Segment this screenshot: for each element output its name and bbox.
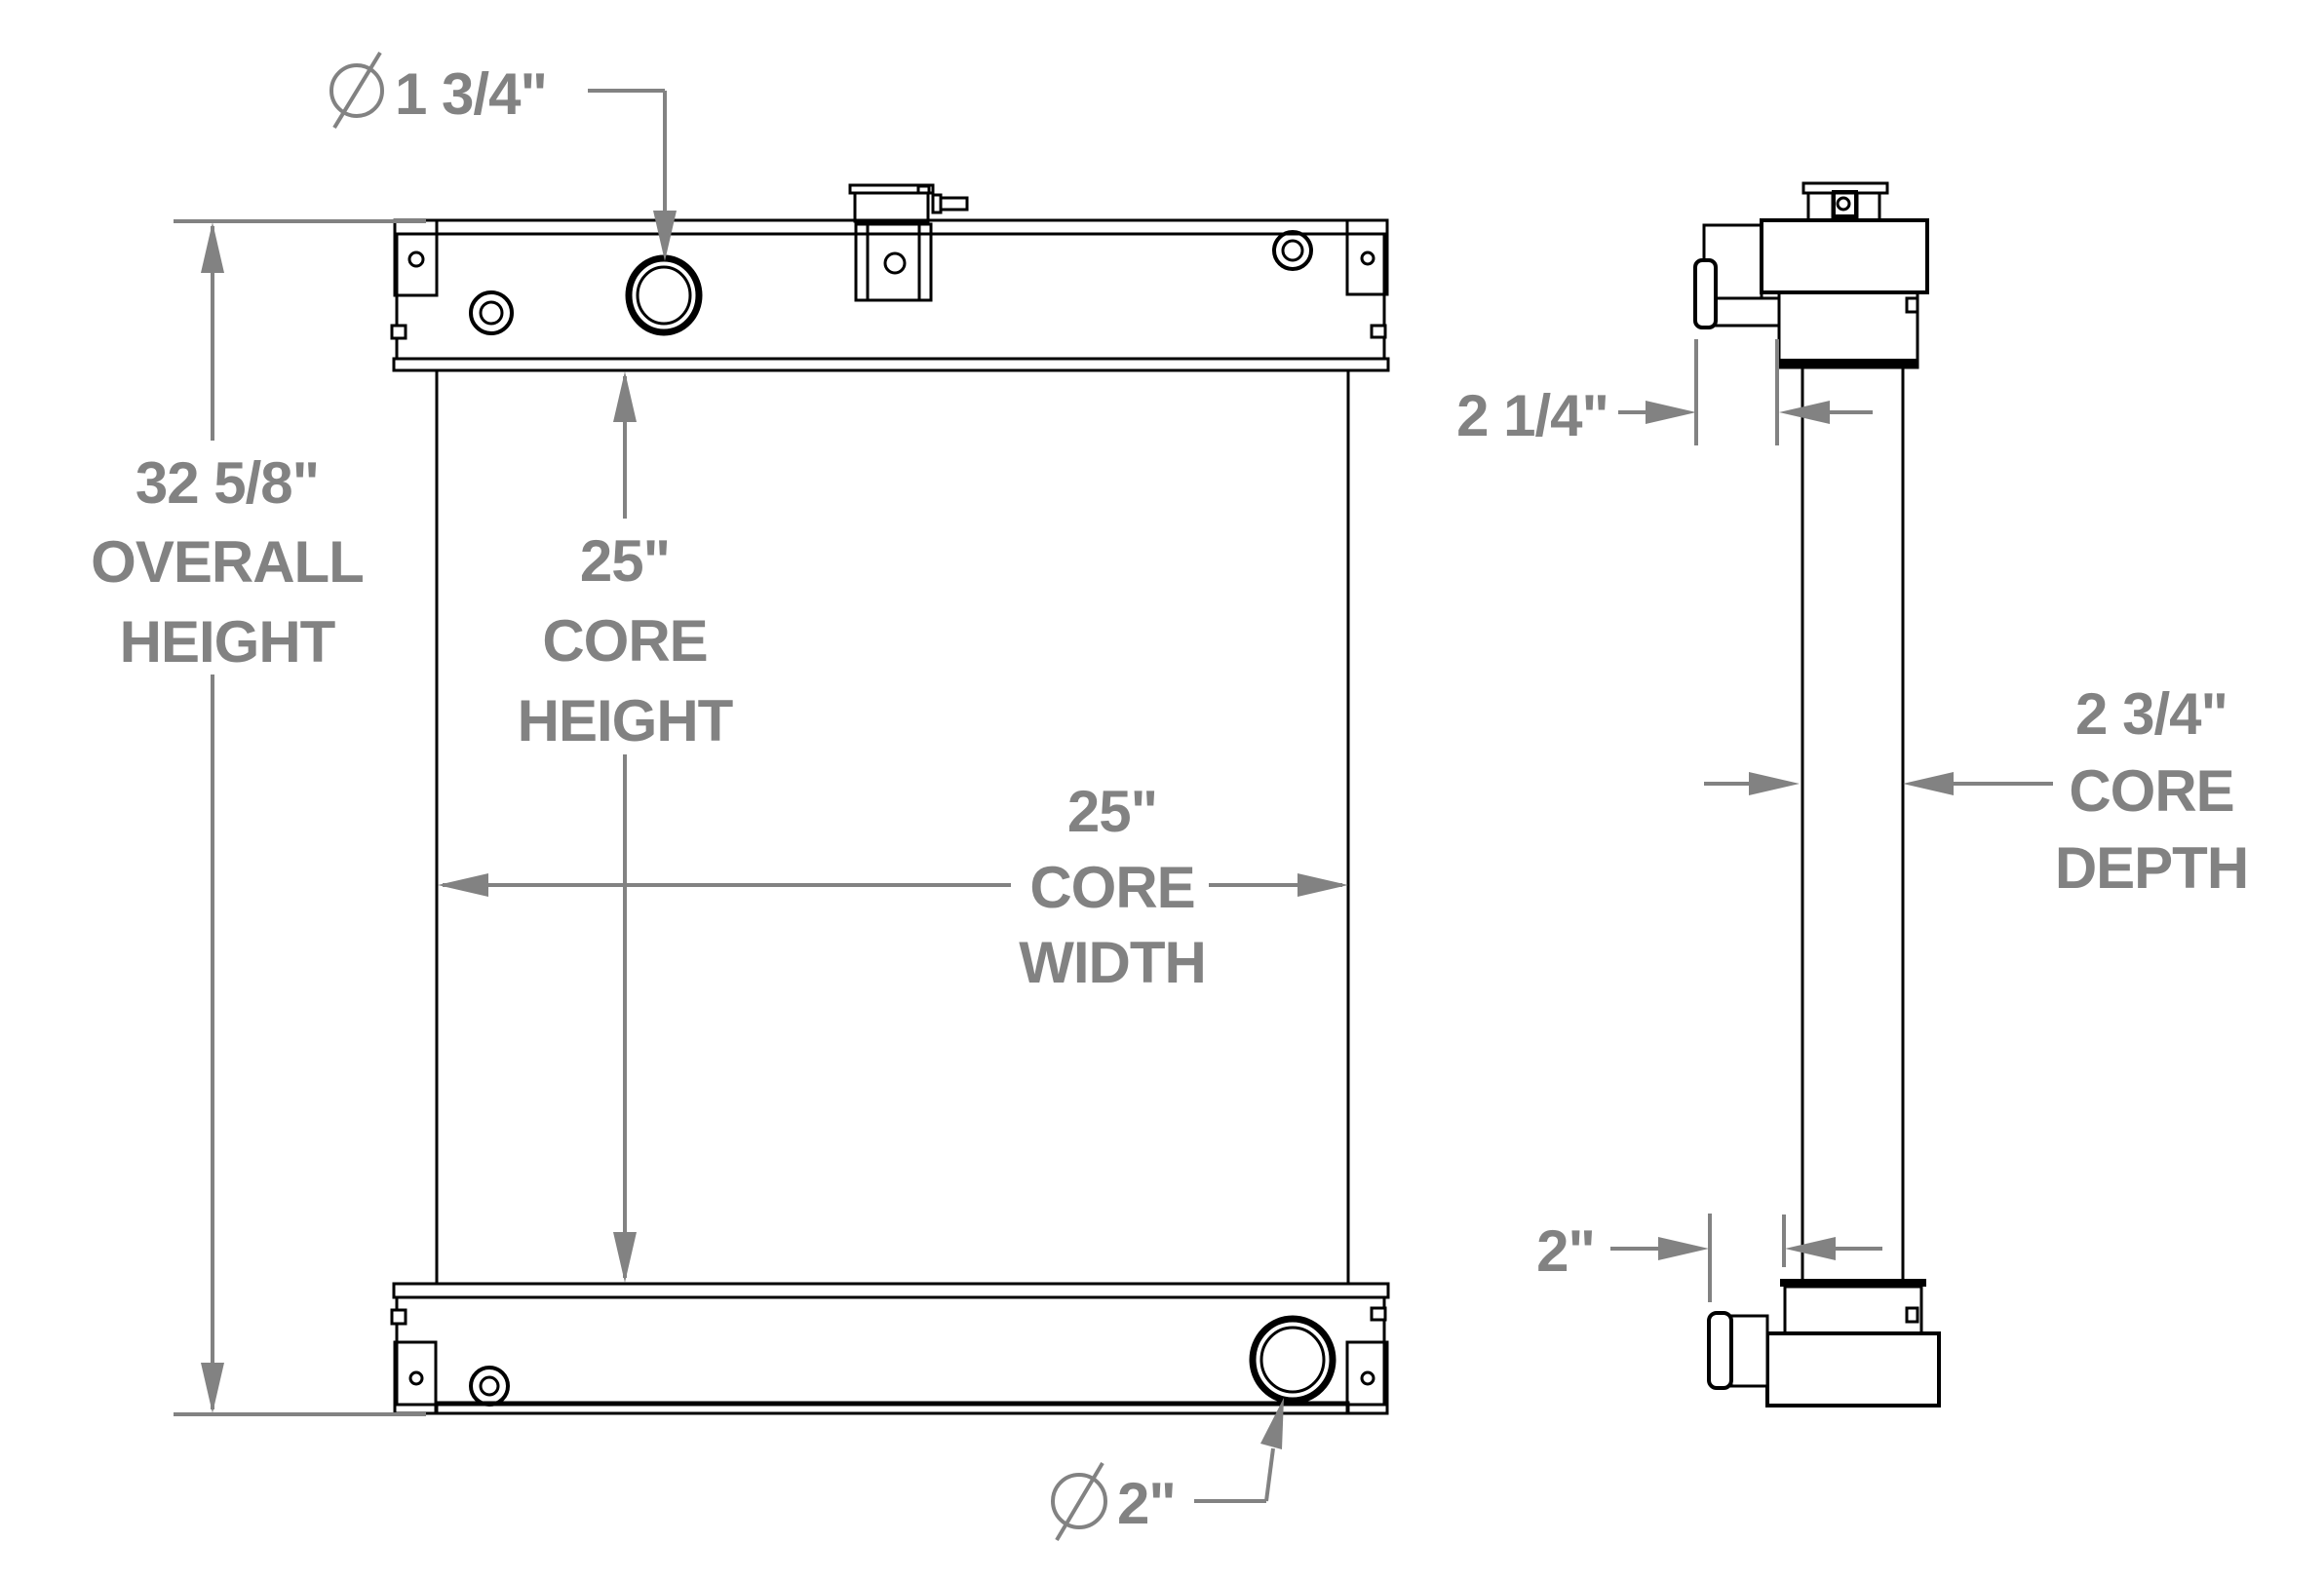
overflow-tube xyxy=(939,196,969,212)
overall-height-dimension: 32 5/8" OVERALL HEIGHT xyxy=(91,219,426,1416)
core-depth-dimension: 2 3/4" CORE DEPTH xyxy=(1704,681,2249,901)
top-tank xyxy=(390,183,1390,372)
bottom-tank-body xyxy=(395,1295,1386,1407)
outlet-diameter-value: 2" xyxy=(1117,1471,1176,1536)
arrow-up-right-icon xyxy=(1260,1398,1284,1449)
core-height-label-2: HEIGHT xyxy=(518,688,733,753)
side-filler-cap-center xyxy=(1832,190,1858,218)
inlet-opening-inner xyxy=(636,265,692,326)
top-tank-small-port xyxy=(469,290,514,335)
side-overflow-hole xyxy=(1836,196,1851,212)
side-top-header-notch xyxy=(1905,296,1919,314)
top-tank-left-notch xyxy=(390,324,407,340)
arrow-left-icon xyxy=(438,873,488,897)
arrow-right-icon xyxy=(1749,772,1800,795)
bottom-pipe-offset-value: 2" xyxy=(1536,1218,1595,1284)
outlet-opening xyxy=(1249,1315,1336,1405)
bottom-right-bracket-hole xyxy=(1360,1370,1375,1386)
arrow-right-icon xyxy=(1646,401,1696,424)
arrow-left-icon xyxy=(1785,1237,1836,1260)
core-depth-label-2: DEPTH xyxy=(2055,835,2248,901)
core-width-dimension: 25" CORE WIDTH xyxy=(438,779,1348,995)
front-view xyxy=(390,183,1390,1415)
core-depth-value: 2 3/4" xyxy=(2075,681,2227,747)
side-top-tank xyxy=(1760,218,1929,294)
filler-bracket-hole xyxy=(883,251,907,275)
top-right-mounting-bracket xyxy=(1345,218,1389,296)
side-core-bottom-band xyxy=(1780,1279,1926,1287)
filler-cap-detail xyxy=(916,184,931,195)
inlet-diameter-value: 1 3/4" xyxy=(395,61,547,127)
bottom-left-bracket-hole xyxy=(408,1370,424,1386)
arrow-down-icon xyxy=(613,1232,637,1283)
top-tank-small-port-inner xyxy=(479,300,504,326)
bottom-tank xyxy=(390,1282,1390,1415)
core-height-label-1: CORE xyxy=(542,608,707,674)
side-bottom-header xyxy=(1783,1285,1923,1335)
bottom-tank-small-port xyxy=(469,1366,510,1407)
arrow-up-icon xyxy=(201,222,224,273)
top-left-bracket-hole xyxy=(407,251,425,268)
outlet-diameter-callout: 2" xyxy=(1051,1398,1284,1542)
bottom-pipe-offset-dimension: 2" xyxy=(1536,1214,1882,1302)
top-right-bracket-hole xyxy=(1360,251,1375,266)
core-height-value: 25" xyxy=(580,528,670,594)
bottom-tank-small-port-inner xyxy=(479,1375,500,1397)
filler-cap-plate xyxy=(848,183,935,195)
top-tank-right-port-inner xyxy=(1281,239,1304,262)
side-inlet-pipe-elbow xyxy=(1713,296,1781,328)
arrow-right-icon xyxy=(1658,1237,1709,1260)
core-front xyxy=(435,368,1350,1286)
side-inlet-flange xyxy=(1693,258,1718,329)
core-width-label-2: WIDTH xyxy=(1019,930,1206,995)
bottom-tank-top-flange xyxy=(392,1282,1390,1299)
side-view xyxy=(1693,181,1941,1407)
arrow-down-icon xyxy=(201,1363,224,1413)
top-pipe-offset-dimension: 2 1/4" xyxy=(1456,339,1873,448)
side-filler-cap-left-post xyxy=(1806,191,1835,222)
side-bottom-header-notch xyxy=(1905,1306,1919,1324)
overall-height-label-2: HEIGHT xyxy=(120,609,335,675)
bottom-tank-left-notch xyxy=(390,1308,407,1326)
diameter-symbol-icon xyxy=(1051,1461,1107,1542)
top-tank-right-notch xyxy=(1370,324,1387,339)
top-tank-right-port xyxy=(1272,230,1313,271)
arrow-left-icon xyxy=(1903,772,1954,795)
overall-height-value: 32 5/8" xyxy=(136,450,319,516)
core-width-label-1: CORE xyxy=(1029,855,1194,920)
arrow-up-icon xyxy=(613,371,637,422)
filler-bracket xyxy=(854,222,933,302)
side-filler-cap-right-post xyxy=(1855,191,1881,222)
core-height-dimension: 25" CORE HEIGHT xyxy=(518,371,734,1283)
top-tank-bottom-flange xyxy=(392,357,1390,372)
outlet-leader-diagonal xyxy=(1264,1447,1275,1502)
bottom-right-mounting-bracket xyxy=(1345,1340,1389,1415)
bottom-tank-right-notch xyxy=(1370,1306,1387,1322)
side-outlet-flange xyxy=(1707,1311,1733,1390)
side-top-header xyxy=(1777,290,1919,369)
filler-neck xyxy=(853,191,930,223)
filler-cap xyxy=(848,183,969,223)
inlet-diameter-callout: 1 3/4" xyxy=(329,51,677,261)
side-core-top-band xyxy=(1776,359,1918,367)
arrow-right-icon xyxy=(1298,873,1348,897)
diameter-symbol-icon xyxy=(329,51,384,130)
outlet-opening-inner xyxy=(1259,1326,1326,1394)
core-depth-label-1: CORE xyxy=(2069,758,2233,824)
arrow-down-icon xyxy=(653,211,677,261)
side-bottom-tank xyxy=(1765,1331,1941,1407)
inlet-opening xyxy=(625,254,703,336)
side-outlet-pipe xyxy=(1729,1314,1769,1388)
filler-bracket-plate xyxy=(854,222,933,302)
top-tank-body xyxy=(395,232,1386,361)
arrow-left-icon xyxy=(1779,401,1830,424)
top-pipe-offset-value: 2 1/4" xyxy=(1456,383,1608,448)
overall-height-label-1: OVERALL xyxy=(91,529,364,595)
side-filler-cap xyxy=(1801,181,1889,222)
core-width-value: 25" xyxy=(1067,779,1157,844)
